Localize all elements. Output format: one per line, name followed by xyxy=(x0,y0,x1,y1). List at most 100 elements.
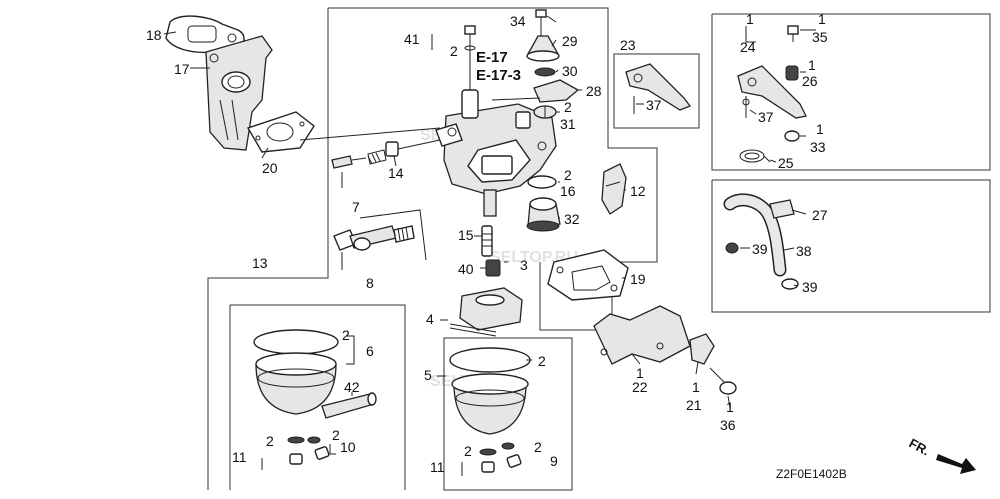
callout-15: 15 xyxy=(458,227,474,243)
callout-31: 31 xyxy=(560,116,576,132)
float-chamber-6-shape xyxy=(253,329,339,415)
callout-21: 21 xyxy=(686,397,702,413)
drain-screw-9-shape xyxy=(501,442,522,468)
callout-labels: 18 17 20 41 2 34 29 30 28 2 31 E-17 E-17… xyxy=(146,11,828,475)
callout-10-qty: 2 xyxy=(332,427,340,443)
front-arrow-icon xyxy=(936,454,976,474)
callout-6: 6 xyxy=(366,343,374,359)
clamp-21-shape xyxy=(689,333,715,365)
callout-37-b: 37 xyxy=(758,109,774,125)
washer-30-shape xyxy=(534,67,556,77)
callout-37-a: 37 xyxy=(646,97,662,113)
callout-25: 25 xyxy=(778,155,794,171)
carburetor-assembly-outline xyxy=(328,7,658,331)
callout-21-qty: 1 xyxy=(692,379,700,395)
callout-33-qty: 1 xyxy=(816,121,824,137)
gasket-19-shape xyxy=(547,249,629,301)
choke-lever-set-box xyxy=(711,13,991,171)
nozzle-40-shape xyxy=(485,259,501,277)
callout-24: 24 xyxy=(740,39,756,55)
cap-29-shape xyxy=(526,35,560,62)
drain-tube-42-shape xyxy=(321,392,377,419)
lever-23-shape xyxy=(625,63,692,114)
throttle-stop-8-shape xyxy=(333,225,415,251)
callout-13: 13 xyxy=(252,255,268,271)
float-chamber-set-b-box xyxy=(443,337,573,491)
spring-25-shape xyxy=(739,149,771,163)
drain-screw-11a-shape xyxy=(287,436,305,465)
callout-26: 26 xyxy=(802,73,818,89)
valve-32-shape xyxy=(526,197,561,232)
callout-16: 16 xyxy=(560,183,576,199)
screw-41-shape xyxy=(464,25,476,90)
callout-35: 35 xyxy=(812,29,828,45)
reference-e17-3: E-17-3 xyxy=(476,67,521,84)
callout-18: 18 xyxy=(146,27,162,43)
callout-35-qty: 1 xyxy=(818,11,826,27)
washer-33-shape xyxy=(784,130,800,142)
callout-26-qty: 1 xyxy=(808,57,816,73)
callout-36: 36 xyxy=(720,417,736,433)
tube-38-shape xyxy=(723,193,787,277)
group-boxes xyxy=(207,7,991,491)
drain-screw-11b-shape xyxy=(479,448,497,473)
callout-11-b-qty: 2 xyxy=(464,443,472,459)
bracket-22-shape xyxy=(593,305,691,365)
clip-12-shape xyxy=(601,163,627,215)
clip-39b-shape xyxy=(781,278,799,290)
o-ring-16-shape xyxy=(527,175,557,189)
lever-28-shape xyxy=(533,79,580,103)
assembly-axis-line xyxy=(299,127,441,141)
callout-42: 42 xyxy=(344,379,360,395)
callout-34: 34 xyxy=(510,13,526,29)
pilot-screw-7-shape xyxy=(331,149,387,169)
valve-31-shape xyxy=(533,105,557,119)
callout-41-qty: 2 xyxy=(450,43,458,59)
callout-5: 5 xyxy=(424,367,432,383)
callout-12: 12 xyxy=(630,183,646,199)
callout-8: 8 xyxy=(366,275,374,291)
clip-27-shape xyxy=(769,199,795,219)
callout-39-a: 39 xyxy=(752,241,768,257)
leader-8 xyxy=(359,209,427,261)
callout-10: 10 xyxy=(340,439,356,455)
callout-11-a: 11 xyxy=(232,449,247,465)
front-direction-text: FR. xyxy=(907,435,933,458)
choke-lever-24-shape xyxy=(737,65,807,119)
callout-4: 4 xyxy=(426,311,434,327)
callout-27: 27 xyxy=(812,207,828,223)
callout-20: 20 xyxy=(262,160,278,176)
callout-19: 19 xyxy=(630,271,646,287)
bolt-36-shape xyxy=(709,367,737,395)
callout-22-qty: 1 xyxy=(636,365,644,381)
reference-e17: E-17 xyxy=(476,49,508,66)
callout-9: 9 xyxy=(550,453,558,469)
main-jet-15-shape xyxy=(481,225,493,257)
drain-screw-10-shape xyxy=(307,436,330,460)
callout-9-qty: 2 xyxy=(534,439,542,455)
callout-40: 40 xyxy=(458,261,474,277)
screw-34-shape xyxy=(535,9,547,36)
callout-29: 29 xyxy=(562,33,578,49)
leader-lines xyxy=(163,15,816,476)
screw-35-shape xyxy=(787,25,799,42)
callout-7: 7 xyxy=(352,199,360,215)
callout-16-qty: 2 xyxy=(564,167,572,183)
callout-30: 30 xyxy=(562,63,578,79)
callout-36-qty: 1 xyxy=(726,399,734,415)
carburetor-assembly-outline-left xyxy=(207,8,329,490)
float-chamber-set-a-box xyxy=(230,304,406,490)
callout-39-b: 39 xyxy=(802,279,818,295)
breather-tube-set-box xyxy=(711,179,991,313)
callout-31-qty: 2 xyxy=(564,99,572,115)
callout-24-qty: 1 xyxy=(746,11,754,27)
callout-33: 33 xyxy=(810,139,826,155)
screw-14-shape xyxy=(385,139,441,157)
nut-26-shape xyxy=(785,65,799,81)
callout-41: 41 xyxy=(404,31,420,47)
callout-11-a-qty: 2 xyxy=(266,433,274,449)
callout-28: 28 xyxy=(586,83,602,99)
callout-5-qty: 2 xyxy=(538,353,546,369)
